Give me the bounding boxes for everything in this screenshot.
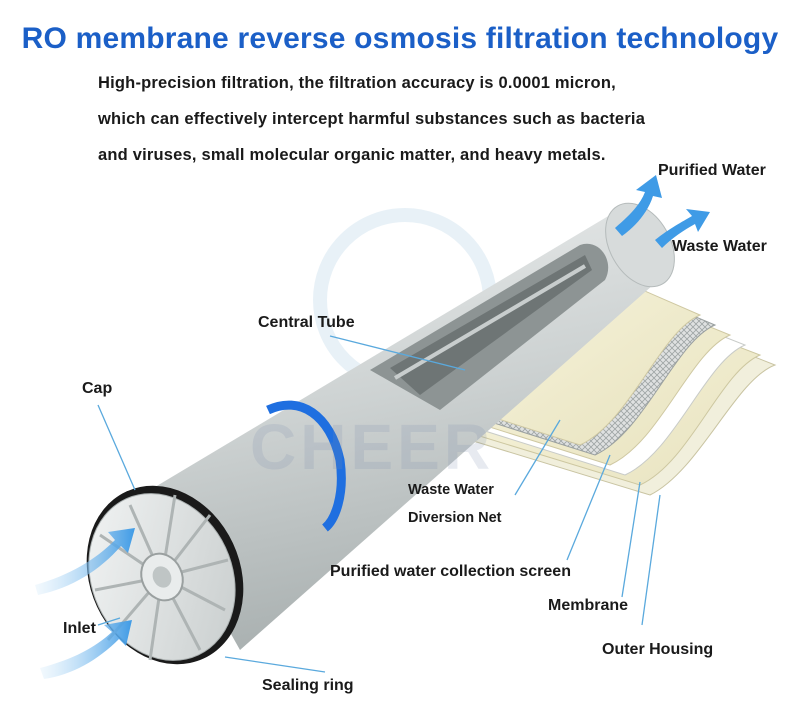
membrane-cylinder [150, 202, 675, 651]
label-purified-water: Purified Water [658, 162, 766, 179]
inlet-arrows [35, 528, 135, 679]
description-line-2: which can effectively intercept harmful … [98, 110, 646, 128]
label-inlet: Inlet [63, 620, 96, 637]
label-cap: Cap [82, 380, 113, 397]
description-line-3: and viruses, small molecular organic mat… [98, 146, 606, 164]
central-tube [393, 264, 587, 380]
label-waste-water-net-line1: Waste Water [408, 482, 494, 498]
label-outer-housing: Outer Housing [602, 641, 714, 658]
watermark-text: CHEER [250, 411, 495, 483]
label-collection-screen: Purified water collection screen [330, 563, 571, 580]
inlet-arrow-upper [35, 528, 135, 595]
leader-lines [97, 335, 661, 673]
purified-water-arrow [615, 175, 662, 236]
label-membrane: Membrane [548, 597, 629, 614]
label-central-tube: Central Tube [258, 314, 355, 331]
waste-water-arrow [655, 209, 710, 248]
label-waste-water: Waste Water [672, 238, 767, 255]
page-title: RO membrane reverse osmosis filtration t… [21, 22, 779, 55]
inlet-arrow-lower [40, 620, 132, 679]
blue-ring [266, 400, 346, 532]
label-sealing-ring: Sealing ring [262, 677, 354, 694]
outlet-arrows [615, 175, 710, 248]
label-diversion-net: Diversion Net [408, 510, 502, 526]
description-line-1: High-precision filtration, the filtratio… [98, 74, 616, 92]
